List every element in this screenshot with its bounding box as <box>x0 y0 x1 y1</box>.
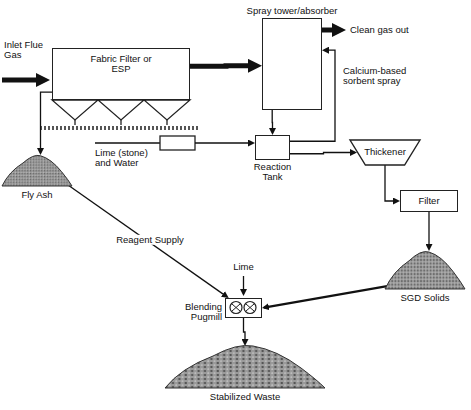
clean-gas-arrow <box>322 28 339 33</box>
pile-outline <box>2 155 72 186</box>
hopper-spout <box>74 120 75 125</box>
node-label: Blending Pugmill <box>176 302 222 323</box>
edge-label: Calcium-based sorbent spray <box>341 66 440 87</box>
slaker-box <box>160 136 195 150</box>
thickener: Thickener <box>350 140 420 165</box>
pugmill: Blending Pugmill <box>225 298 262 318</box>
thickener-shape <box>350 140 420 165</box>
lime-feed-line <box>95 142 160 143</box>
inlet-label: Inlet Flue Gas <box>4 40 44 61</box>
slurry-feed-arrow <box>195 142 253 143</box>
node-label: Filter <box>418 196 439 206</box>
material-pile <box>385 245 465 289</box>
hopper <box>98 100 144 120</box>
stabilized-waste-pile: Stabilized Waste <box>165 338 325 402</box>
underflow-arrow <box>385 165 398 201</box>
pile-outline <box>385 252 465 289</box>
node-label: Fabric Filter or ESP <box>85 54 157 75</box>
rotor-paddle <box>246 304 254 311</box>
sgd-solids-pile: SGD Solids <box>385 245 465 303</box>
fly-ash-pile: Fly Ash <box>2 150 72 200</box>
rotor-paddle <box>232 304 240 311</box>
rotor <box>230 302 242 314</box>
solids-arrow <box>428 212 429 249</box>
absorber-tower: Spray tower/absorber <box>262 18 322 110</box>
reagent-supply-arrow <box>68 185 227 297</box>
reagent-label: Lime <box>233 262 254 272</box>
pile-outline <box>165 345 325 388</box>
hoppers <box>52 100 190 125</box>
slurry-drain-arrow <box>272 110 274 133</box>
node-label: Thickener <box>364 147 406 157</box>
node-label: SGD Solids <box>385 293 465 303</box>
hopper-spout <box>120 120 121 125</box>
fabric-filter: Fabric Filter or ESP <box>52 48 190 100</box>
feed-label: Lime (stone) and Water <box>95 148 157 169</box>
bleed-arrow <box>290 153 355 154</box>
material-pile <box>165 338 325 388</box>
waste-arrow <box>244 318 246 344</box>
hopper <box>52 100 98 120</box>
reaction-tank: Reaction Tank <box>255 135 290 160</box>
ash-flow-arrow <box>41 92 53 153</box>
inlet-gas-arrow <box>2 78 43 83</box>
node-label: Spray tower/absorber <box>247 6 338 16</box>
node-label: Reaction Tank <box>250 162 296 183</box>
node-label: Stabilized Waste <box>165 392 325 402</box>
lime-feed-arrow <box>243 276 244 294</box>
flue-gas-arrow <box>190 63 255 68</box>
filter-box: Filter <box>400 190 458 212</box>
edge-label: Reagent Supply <box>114 235 186 245</box>
outlet-label: Clean gas out <box>350 25 409 35</box>
material-pile <box>2 150 72 186</box>
node-label: Fly Ash <box>2 190 72 200</box>
hopper <box>144 100 190 120</box>
hopper-spout <box>166 120 167 125</box>
solids-feed-arrow <box>264 286 390 308</box>
rotor <box>244 302 256 314</box>
ash-conveyor <box>40 126 200 130</box>
pugmill-rotors <box>226 299 260 316</box>
